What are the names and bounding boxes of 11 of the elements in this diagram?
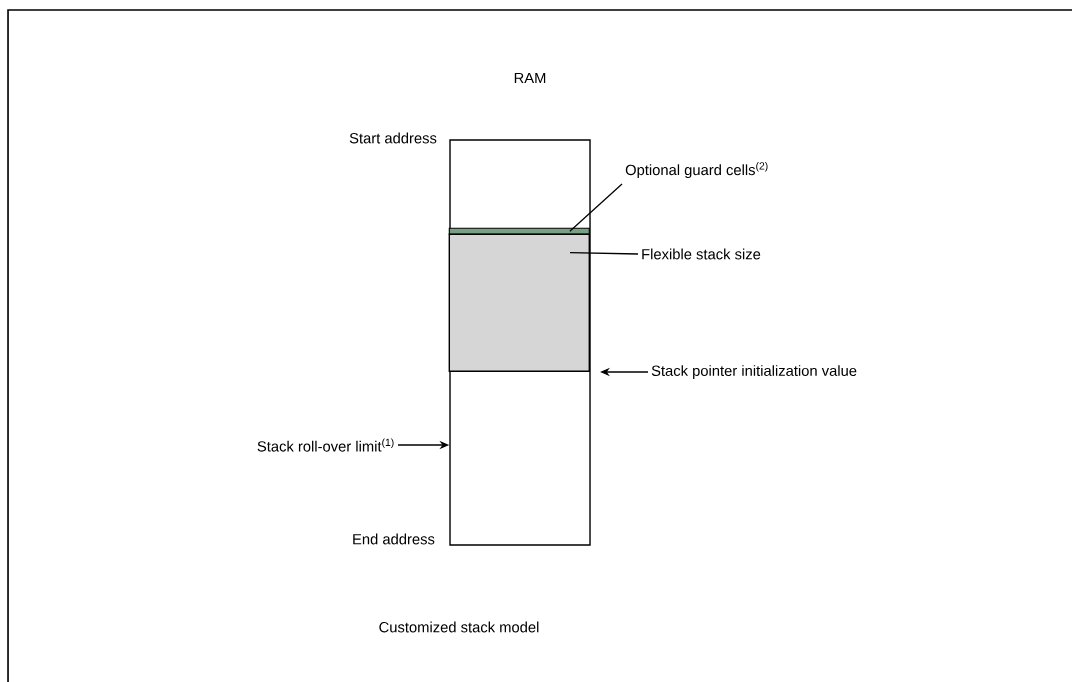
- callout-text: Stack pointer initialization value: [651, 365, 857, 379]
- callout-text: Optional guard cells$^{(2)}$: [625, 161, 768, 179]
- address-label: End address: [353, 533, 435, 545]
- stack-region: [448, 233, 590, 372]
- address-label: Start address: [349, 132, 437, 144]
- callout-text: Stack roll-over limit$^{(1)}$: [257, 438, 394, 452]
- caption: Customized stack model: [379, 621, 539, 633]
- callout-text: Flexible stack size: [642, 248, 761, 260]
- heading: RAM: [514, 72, 546, 84]
- leader-line: [569, 251, 639, 255]
- leader-line: [569, 183, 623, 232]
